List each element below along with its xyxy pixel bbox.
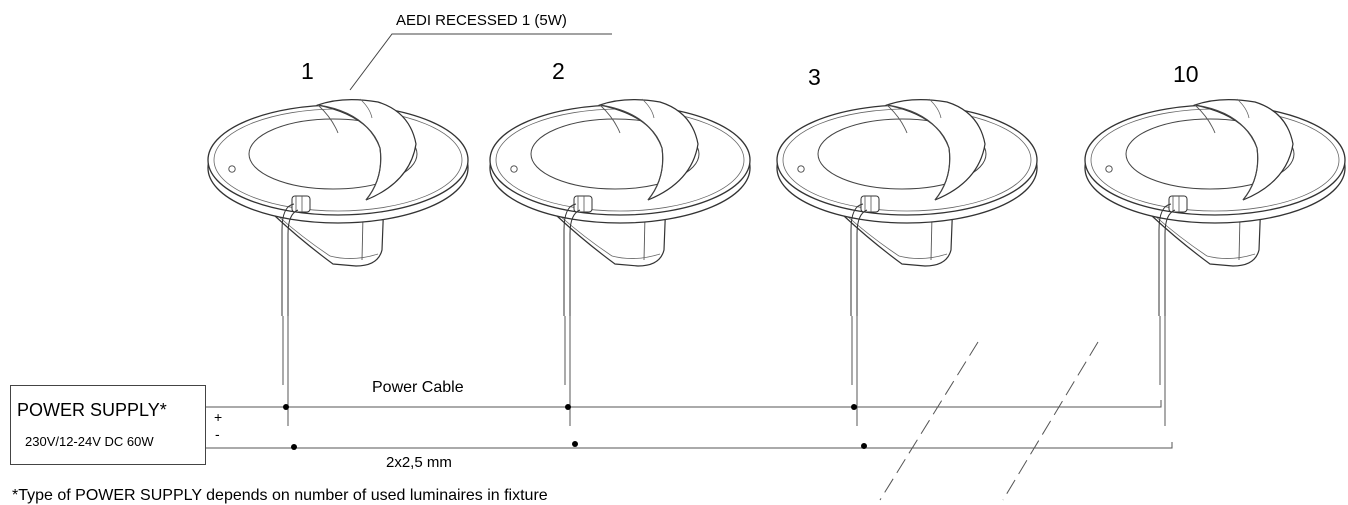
luminaire-2 [489, 98, 751, 427]
plus-terminal-label: + [214, 409, 223, 425]
luminaire-number-3: 3 [808, 64, 821, 90]
power-supply-title: POWER SUPPLY* [17, 400, 167, 420]
luminaire-number-1: 1 [301, 58, 314, 84]
positive-wire [206, 400, 1162, 408]
luminaire-3 [776, 98, 1038, 427]
footnote: *Type of POWER SUPPLY depends on number … [12, 487, 548, 504]
luminaire-number-2: 2 [552, 58, 565, 84]
power-supply-spec: 230V/12-24V DC 60W [25, 434, 154, 449]
luminaire-10 [1084, 98, 1346, 427]
power-cable-label: Power Cable [372, 379, 464, 396]
minus-terminal-label: - [215, 426, 220, 442]
junction-dots [283, 404, 867, 450]
negative-wire [206, 442, 1173, 449]
fixture-label: AEDI RECESSED 1 (5W) [396, 12, 567, 29]
luminaire-1 [207, 98, 469, 427]
fixture-label-leader [349, 33, 612, 91]
luminaire-number-10: 10 [1173, 61, 1199, 87]
cable-size-label: 2x2,5 mm [386, 454, 452, 471]
power-supply-box: POWER SUPPLY* 230V/12-24V DC 60W [10, 385, 206, 465]
